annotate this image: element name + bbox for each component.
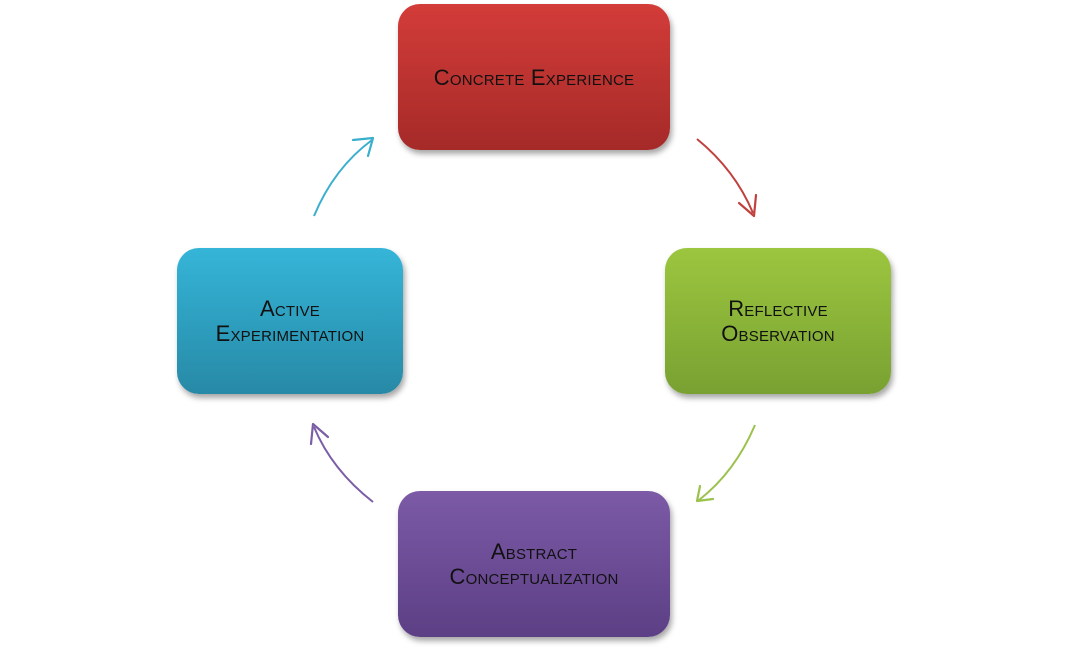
- arrow-abstract-to-active: [309, 422, 374, 503]
- node-label-line: Reflective: [728, 296, 828, 321]
- node-label: Active Experimentation: [216, 296, 365, 346]
- node-label-line: Conceptualization: [449, 564, 619, 589]
- arrow-concrete-to-reflective: [696, 138, 758, 218]
- arrow-reflective-to-abstract: [695, 424, 756, 503]
- arrowhead: [695, 484, 715, 503]
- node-label: Abstract Conceptualization: [449, 539, 618, 589]
- node-label-line: Experimentation: [215, 321, 365, 346]
- node-active-experimentation: Active Experimentation: [177, 248, 403, 394]
- node-label: Reflective Observation: [721, 296, 835, 346]
- arrow-curve: [696, 138, 754, 214]
- arrow-active-to-concrete: [313, 136, 375, 217]
- arrowhead: [351, 136, 375, 158]
- node-label: Concrete Experience: [434, 65, 635, 90]
- node-label-line: Observation: [721, 321, 835, 346]
- arrow-curve: [313, 426, 374, 503]
- node-concrete-experience: Concrete Experience: [398, 4, 670, 150]
- arrow-curve: [698, 424, 756, 501]
- arrow-curve: [313, 139, 373, 217]
- node-reflective-observation: Reflective Observation: [665, 248, 891, 394]
- arrowhead: [737, 193, 758, 218]
- arrowhead: [309, 422, 330, 446]
- node-label-line: Abstract: [490, 539, 578, 564]
- node-abstract-conceptualization: Abstract Conceptualization: [398, 491, 670, 637]
- node-label-line: Active: [259, 296, 321, 321]
- node-label-line: Concrete Experience: [433, 64, 635, 90]
